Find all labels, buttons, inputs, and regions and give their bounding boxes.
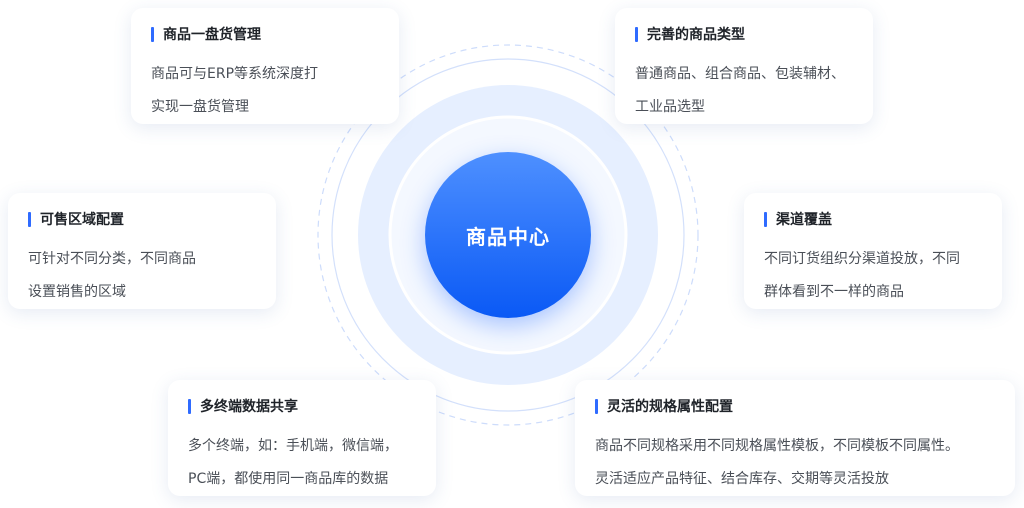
card-description-line: 普通商品、组合商品、包装辅材、 — [635, 66, 845, 82]
center-circle: 商品中心 — [425, 152, 591, 318]
card-description-line: 商品不同规格采用不同规格属性模板，不同模板不同属性。 — [595, 438, 959, 454]
card-title: 完善的商品类型 — [635, 24, 853, 44]
card-description-line: 多个终端，如：手机端，微信端， — [188, 438, 398, 454]
accent-bar-icon — [188, 398, 191, 414]
card-description-line: 群体看到不一样的商品 — [764, 284, 904, 300]
accent-bar-icon — [151, 26, 154, 42]
card-title-text: 可售区域配置 — [40, 212, 124, 228]
card-description-line: 设置销售的区域 — [28, 284, 126, 300]
card-product-types: 完善的商品类型 普通商品、组合商品、包装辅材、 工业品选型 — [615, 8, 873, 124]
card-description-line: 工业品选型 — [635, 99, 705, 115]
card-title-text: 多终端数据共享 — [200, 399, 298, 415]
accent-bar-icon — [28, 211, 31, 227]
card-channel-coverage: 渠道覆盖 不同订货组织分渠道投放，不同 群体看到不一样的商品 — [744, 193, 1002, 309]
card-title-text: 商品一盘货管理 — [163, 27, 261, 43]
card-title: 商品一盘货管理 — [151, 24, 379, 44]
card-title: 多终端数据共享 — [188, 396, 416, 416]
card-title-text: 灵活的规格属性配置 — [607, 399, 733, 415]
accent-bar-icon — [595, 398, 598, 414]
card-title: 可售区域配置 — [28, 209, 256, 229]
card-description-line: 可针对不同分类，不同商品 — [28, 251, 196, 267]
card-spec-attributes: 灵活的规格属性配置 商品不同规格采用不同规格属性模板，不同模板不同属性。 灵活适… — [575, 380, 1015, 496]
card-title: 渠道覆盖 — [764, 209, 982, 229]
accent-bar-icon — [764, 211, 767, 227]
card-description-line: PC端，都使用同一商品库的数据 — [188, 471, 389, 487]
outer-solid-ring — [331, 58, 685, 412]
card-title-text: 渠道覆盖 — [776, 212, 832, 228]
card-sales-region: 可售区域配置 可针对不同分类，不同商品 设置销售的区域 — [8, 193, 276, 309]
card-multi-terminal: 多终端数据共享 多个终端，如：手机端，微信端， PC端，都使用同一商品库的数据 — [168, 380, 436, 496]
card-description-line: 商品可与ERP等系统深度打 — [151, 66, 319, 82]
card-title-text: 完善的商品类型 — [647, 27, 745, 43]
outer-dashed-ring — [317, 44, 699, 426]
accent-bar-icon — [635, 26, 638, 42]
card-description-line: 实现一盘货管理 — [151, 99, 249, 115]
card-title: 灵活的规格属性配置 — [595, 396, 995, 416]
card-inventory-management: 商品一盘货管理 商品可与ERP等系统深度打 实现一盘货管理 — [131, 8, 399, 124]
card-description-line: 灵活适应产品特征、结合库存、交期等灵活投放 — [595, 471, 889, 487]
center-label: 商品中心 — [466, 224, 550, 249]
card-description-line: 不同订货组织分渠道投放，不同 — [764, 251, 960, 267]
